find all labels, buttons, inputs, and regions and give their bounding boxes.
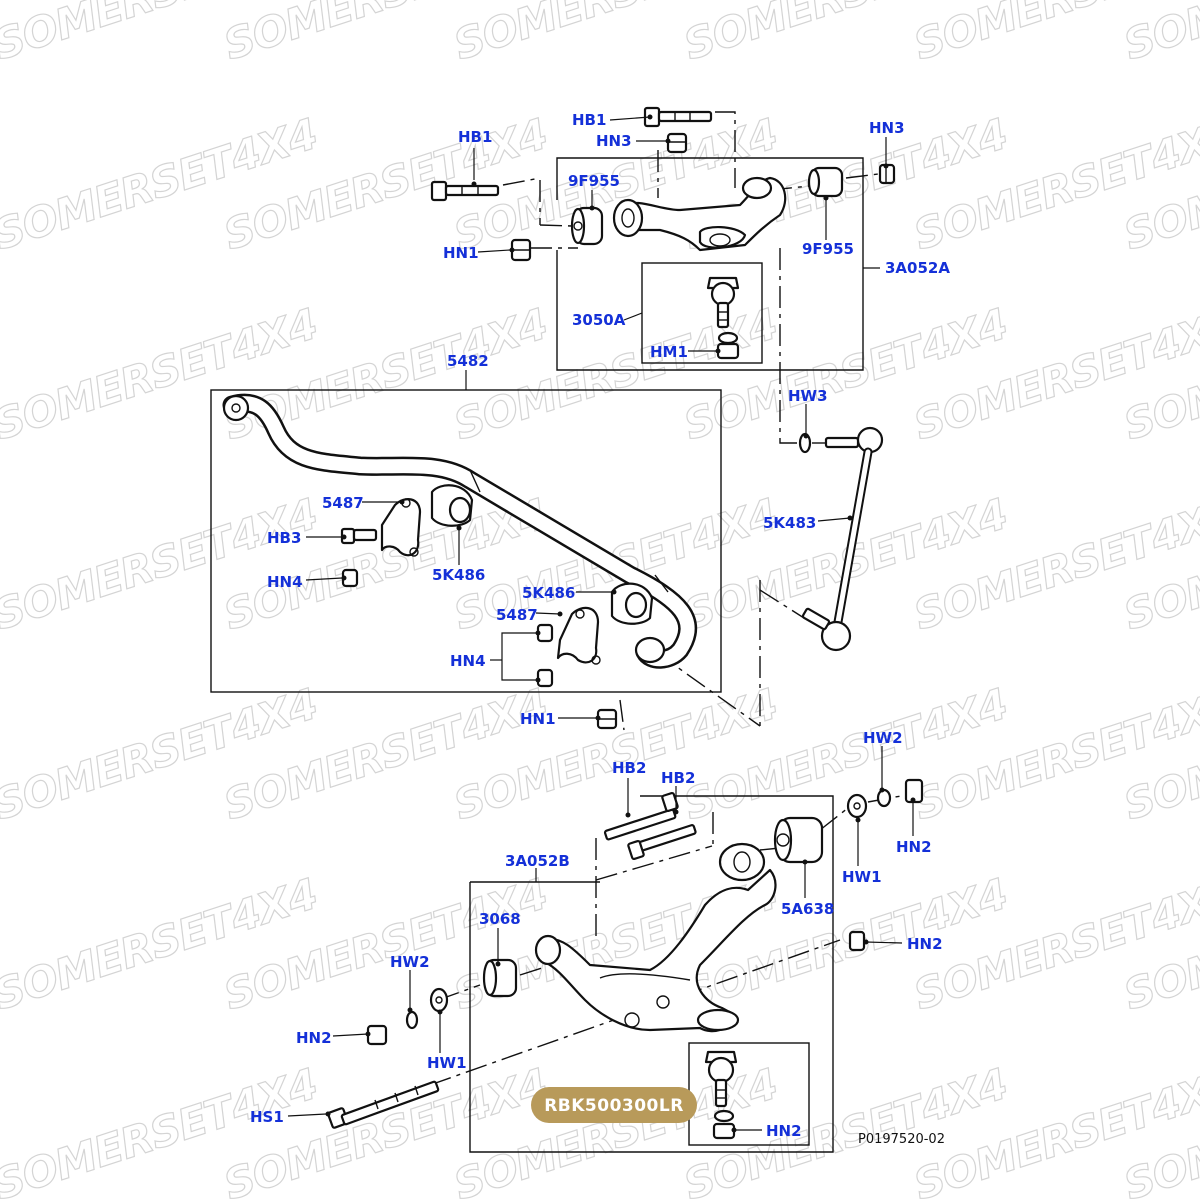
label-lower-hn2-mid: HN2: [907, 935, 943, 953]
label-upper-9f955-left: 9F955: [568, 172, 620, 190]
label-lower-hw2-left: HW2: [390, 953, 430, 971]
label-lower-hn2-left: HN2: [296, 1029, 332, 1047]
label-upper-hn3-right: HN3: [869, 119, 905, 137]
bush-9f955-right: [807, 166, 844, 198]
label-bar-hb3: HB3: [267, 529, 301, 547]
label-mid-hn1: HN1: [520, 710, 556, 728]
stabilizer-bar-assembly: [222, 393, 698, 688]
washer-hw1-left: [429, 987, 449, 1013]
bush-9f955-left: [570, 206, 604, 246]
nut-hn3-left: [666, 132, 688, 154]
nut-hn2-left: [366, 1024, 388, 1046]
clamp-5487-lower: [556, 606, 601, 665]
bolt-hb1-top: [643, 106, 713, 128]
part-number-badge: RBK500300LR: [531, 1087, 697, 1123]
washer-hw2-left: [405, 1010, 419, 1030]
nut-hn1-upper: [510, 238, 532, 262]
label-link-hw3: HW3: [788, 387, 828, 405]
label-upper-hn1: HN1: [443, 244, 479, 262]
upper-arm-body: [612, 176, 787, 252]
label-link-5k483: 5K483: [763, 514, 816, 532]
bush-5k486-lower: [610, 582, 654, 625]
stabilizer-link-5k483: [801, 426, 884, 652]
nut-hn2-mid: [848, 930, 866, 952]
label-bar-5487-upper: 5487: [322, 494, 364, 512]
label-upper-hb1-top: HB1: [572, 111, 606, 129]
label-bar-5k486-lower: 5K486: [522, 584, 575, 602]
label-upper-9f955-right: 9F955: [802, 240, 854, 258]
label-bar-5487-lower: 5487: [496, 606, 538, 624]
label-bar-hn4-upper: HN4: [267, 573, 303, 591]
label-upper-3a052a: 3A052A: [885, 259, 950, 277]
nut-hn4-lower-bottom: [536, 668, 554, 688]
bolt-hs1: [327, 1080, 440, 1129]
label-upper-3050a: 3050A: [572, 311, 626, 329]
label-lower-hw1-left: HW1: [427, 1054, 467, 1072]
washer-hw1-right: [846, 793, 868, 819]
part-number-text: RBK500300LR: [544, 1096, 684, 1116]
label-lower-hn2-balljoint: HN2: [766, 1122, 802, 1140]
label-upper-hb1-left: HB1: [458, 128, 492, 146]
watermark: SOMERSET4X4: [1118, 0, 1200, 70]
label-lower-hb2-right: HB2: [661, 769, 695, 787]
label-lower-hn2-right-top: HN2: [896, 838, 932, 856]
bush-5k486-upper: [430, 484, 474, 527]
label-lower-3068: 3068: [479, 910, 521, 928]
ball-joint-3050a: [706, 276, 740, 360]
ball-joint-lower: [704, 1050, 738, 1140]
label-lower-hs1: HS1: [250, 1108, 284, 1126]
lower-arm-frame-outer: [469, 795, 834, 1153]
bolt-hb3: [340, 527, 378, 545]
label-lower-hw1-right: HW1: [842, 868, 882, 886]
label-upper-hm1: HM1: [650, 343, 688, 361]
bolt-hb2-right: [627, 824, 697, 861]
upper-control-arm-assembly: [430, 106, 896, 360]
label-lower-3a052b: 3A052B: [505, 852, 570, 870]
lower-control-arm-assembly: [327, 778, 924, 1140]
label-bar-5k486-upper: 5K486: [432, 566, 485, 584]
part-labels: HB1 HN3 HN3 HB1 9F955 HN1 9F955 3A052A 3…: [250, 111, 950, 1140]
bolt-hb2-left: [603, 791, 679, 841]
bush-3068: [482, 958, 518, 998]
label-bar-5482: 5482: [447, 352, 489, 370]
nut-hn1-mid: [596, 708, 618, 730]
label-lower-hb2-left: HB2: [612, 759, 646, 777]
bolt-hb1-left: [430, 180, 500, 202]
upper-arm-frame: [556, 157, 864, 371]
label-bar-hn4-lower: HN4: [450, 652, 486, 670]
stabilizer-link-assembly: [798, 426, 884, 652]
clamp-5487-upper: [380, 498, 422, 557]
label-lower-5a638: 5A638: [781, 900, 834, 918]
label-lower-hw2-right: HW2: [863, 729, 903, 747]
lower-arm-body: [534, 842, 777, 1033]
reference-code: P0197520-02: [858, 1132, 945, 1147]
bush-5a638: [773, 816, 824, 864]
leader-lines: [287, 114, 916, 1133]
label-upper-hn3-left: HN3: [596, 132, 632, 150]
washer-hw2-right: [876, 788, 892, 808]
